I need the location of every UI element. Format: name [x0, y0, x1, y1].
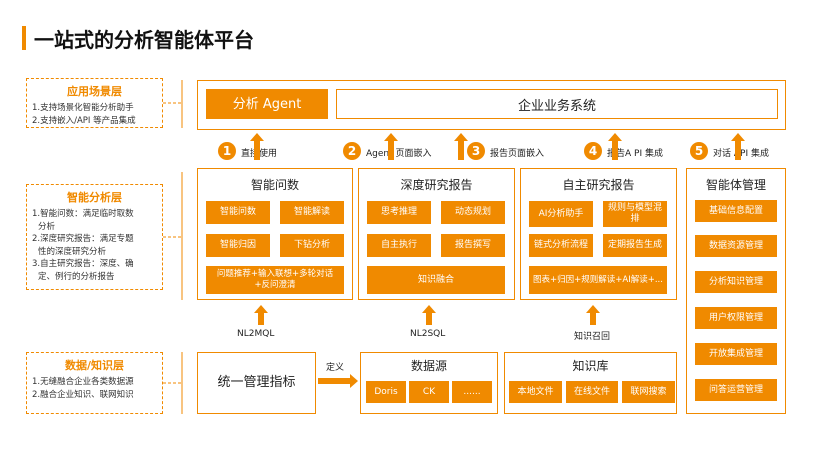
knowledge-item[interactable]: 在线文件 [566, 381, 618, 403]
layer-desc-app: 应用场景层 1.支持场景化智能分析助手 2.支持嵌入/API 等产品集成 [26, 78, 163, 128]
feature-button[interactable]: 问题推荐+输入联想+多轮对话+反问澄清 [206, 266, 344, 294]
layer-line: 1.支持场景化智能分析助手 [32, 103, 134, 113]
col-title: 深度研究报告 [400, 178, 473, 192]
layer-title-intel: 智能分析层 [67, 191, 122, 204]
feature-button[interactable]: AI分析助手 [529, 201, 593, 227]
step-label: 报告页面嵌入 [490, 149, 545, 159]
analysis-agent-box[interactable]: 分析 Agent [206, 89, 328, 119]
step-number: 1 [218, 142, 236, 160]
layer-line: 1.无缝融合企业各类数据源 [32, 377, 134, 387]
enterprise-system-box[interactable]: 企业业务系统 [336, 89, 778, 119]
link-label-recall: 知识召回 [574, 332, 611, 342]
feature-button[interactable]: 动态规划 [441, 201, 505, 224]
feature-button[interactable]: 智能归因 [206, 234, 270, 257]
feature-button[interactable]: 下钻分析 [280, 234, 344, 257]
feature-button[interactable]: 定期报告生成 [603, 234, 667, 257]
layer-line: 2.深度研究报告：满足专题 [32, 234, 134, 244]
step-number: 5 [690, 142, 708, 160]
layer-line: 定、例行的分析报告 [38, 271, 115, 282]
title-accent-bar [22, 26, 26, 50]
layer-line: 分析 [38, 221, 56, 232]
layer-line: 2.融合企业知识、联网知识 [32, 389, 134, 400]
mgmt-item[interactable]: 问答运营管理 [695, 379, 777, 401]
layer-desc-data: 数据/知识层 1.无缝融合企业各类数据源 2.融合企业知识、联网知识 [26, 352, 163, 414]
link-label-nl2mql: NL2MQL [237, 329, 275, 339]
col-title: 智能问数 [250, 178, 299, 192]
step-label: Agent 页面嵌入 [366, 149, 432, 159]
mgmt-item[interactable]: 基础信息配置 [695, 200, 777, 222]
feature-button[interactable]: 规则与模型混排 [603, 201, 667, 227]
layer-title-app: 应用场景层 [67, 85, 122, 98]
feature-button[interactable]: 智能解读 [280, 201, 344, 224]
feature-button[interactable]: 智能问数 [206, 201, 270, 224]
step-label: 报告A PI 集成 [607, 149, 663, 159]
col-title: 智能体管理 [705, 178, 766, 192]
page-title: 一站式的分析智能体平台 [34, 28, 254, 52]
knowledge-item[interactable]: 本地文件 [509, 381, 562, 403]
mgmt-item[interactable]: 分析知识管理 [695, 271, 777, 293]
layer-title-data: 数据/知识层 [64, 359, 125, 372]
feature-button[interactable]: 报告撰写 [441, 234, 505, 257]
layer-line: 2.支持嵌入/API 等产品集成 [32, 115, 136, 126]
feature-button[interactable]: 链式分析流程 [529, 234, 593, 257]
col-title: 自主研究报告 [562, 178, 635, 192]
feature-button[interactable]: 自主执行 [367, 234, 431, 257]
layer-line: 1.智能问数：满足临时取数 [32, 209, 134, 219]
knowledge-title: 知识库 [572, 359, 609, 373]
step-number: 4 [584, 142, 602, 160]
layer-desc-intel: 智能分析层 1.智能问数：满足临时取数 分析 2.深度研究报告：满足专题 性的深… [26, 184, 163, 290]
datasource-item[interactable]: CK [409, 381, 449, 403]
step-number: 2 [343, 142, 361, 160]
mgmt-item[interactable]: 数据资源管理 [695, 235, 777, 257]
knowledge-item[interactable]: 联网搜索 [622, 381, 675, 403]
datasource-item[interactable]: ...... [452, 381, 492, 403]
feature-button[interactable]: 知识融合 [367, 266, 505, 294]
step-label: 直接使用 [241, 149, 278, 159]
mgmt-item[interactable]: 开放集成管理 [695, 343, 777, 365]
feature-button[interactable]: 图表+归因+规则解读+AI解读+... [529, 266, 667, 294]
step-label: 对话 API 集成 [713, 149, 769, 159]
datasource-item[interactable]: Doris [366, 381, 406, 403]
layer-line: 性的深度研究分析 [38, 246, 107, 257]
metric-box[interactable]: 统一管理指标 [197, 352, 316, 414]
link-label-nl2sql: NL2SQL [410, 329, 446, 339]
layer-line: 3.自主研究报告：深度、确 [32, 259, 134, 269]
feature-button[interactable]: 思考推理 [367, 201, 431, 224]
step-number: 3 [467, 142, 485, 160]
mgmt-item[interactable]: 用户权限管理 [695, 307, 777, 329]
datasource-title: 数据源 [410, 359, 447, 373]
link-label-define: 定义 [326, 363, 345, 373]
